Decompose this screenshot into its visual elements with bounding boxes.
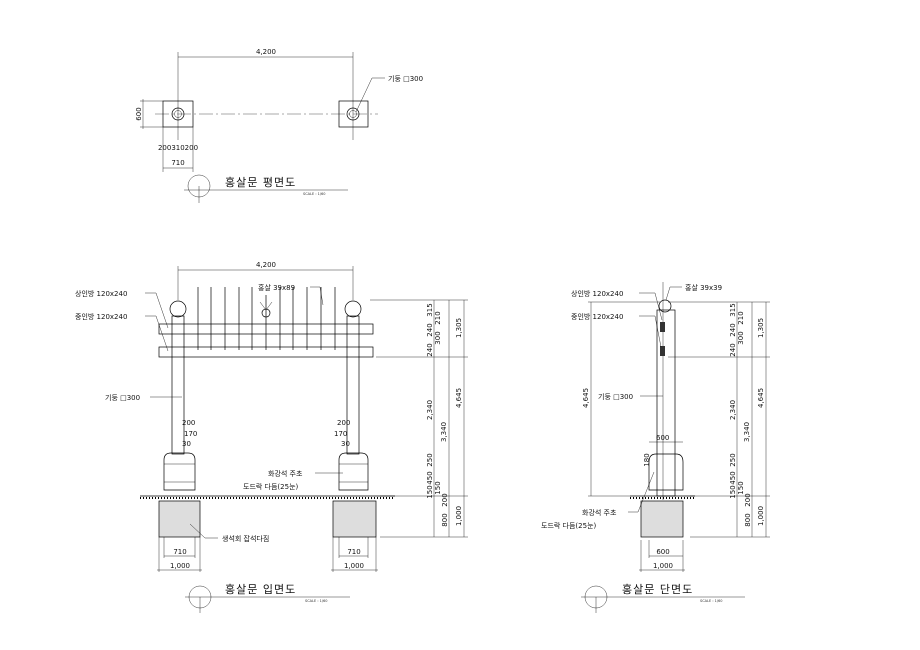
mid-rail: [158, 346, 374, 358]
section-post: [656, 309, 676, 497]
dimension-label: 1,000: [757, 506, 765, 526]
dim-1000-right: 1,000: [344, 562, 364, 570]
dimension-label: 200: [441, 493, 449, 506]
label-upper-rail: 상인방 120x240: [75, 289, 127, 298]
spikes: [197, 287, 336, 350]
section-label-mid-rail: 중인방 120x240: [571, 312, 623, 321]
dimension-label: 250: [729, 453, 737, 466]
post-left: [171, 315, 185, 455]
dimension-label: 150: [426, 485, 434, 498]
dimension-label: 2,340: [426, 400, 434, 420]
dimension-label: 1,305: [455, 318, 463, 338]
dim-200-right: 200: [337, 419, 350, 427]
label-dressing: 도드락 다듬(25눈): [243, 482, 299, 491]
section-view: 4,645 600 180 600 1,000 상인방 120x240 중인방 …: [541, 282, 770, 613]
section-label-upper-rail: 상인방 120x240: [571, 289, 623, 298]
dim-170-left: 170: [184, 430, 197, 438]
plinth-left: [163, 452, 196, 491]
label-mid-rail: 중인방 120x240: [75, 312, 127, 321]
dimension-label: 300: [434, 331, 442, 344]
dimension-label: 1,000: [455, 506, 463, 526]
dimension-label: 300: [737, 331, 745, 344]
taegeuk-ornament: [261, 308, 271, 318]
dimension-label: 240: [729, 343, 737, 356]
dim-30-right: 30: [341, 440, 350, 448]
elev-width-dim: 4,200: [256, 261, 276, 269]
dim-710-right: 710: [347, 548, 360, 556]
section-scale: SCALE : 1/60: [700, 599, 723, 603]
dimension-label: 450: [426, 471, 434, 484]
label-footing: 생석회 잡석다짐: [222, 534, 269, 543]
dimension-label: 1,305: [757, 318, 765, 338]
dimension-label: 315: [729, 303, 737, 316]
dimension-label: 150: [729, 485, 737, 498]
elevation-scale: SCALE : 1/60: [305, 599, 328, 603]
dimension-label: 2,340: [729, 400, 737, 420]
dimension-label: 800: [744, 513, 752, 526]
post-right: [346, 315, 360, 455]
dimension-label: 450: [729, 471, 737, 484]
section-mid-rail: [660, 346, 665, 356]
dimension-label: 240: [729, 323, 737, 336]
dimension-label: 4,645: [455, 388, 463, 408]
plan-scale: SCALE : 1/60: [303, 192, 326, 196]
plan-sub-dim: 200310200: [158, 144, 198, 152]
dim-170-right: 170: [334, 430, 347, 438]
section-right-dims: 315 210 240 300 240 2,340 3,340 250 450 …: [668, 301, 770, 538]
dimension-label: 210: [434, 311, 442, 324]
footing-right: [332, 500, 377, 538]
section-dim-600: 600: [656, 548, 669, 556]
section-plinth: [648, 453, 684, 491]
dimension-label: 3,340: [743, 422, 751, 442]
plan-view: 4,200 600 200310200 710 기둥 □300 홍살문 평면도 …: [135, 48, 423, 203]
dimension-label: 4,645: [757, 388, 765, 408]
section-label-granite: 화강석 주초: [582, 508, 617, 517]
dim-1000-left: 1,000: [170, 562, 190, 570]
section-label-dressing: 도드락 다듬(25눈): [541, 521, 597, 530]
plan-base-dim: 710: [171, 159, 184, 167]
elevation-title: 홍살문 입면도: [225, 582, 296, 596]
section-label-spike: 홍살 39x39: [685, 283, 722, 292]
dimension-label: 3,340: [440, 422, 448, 442]
dimension-label: 250: [426, 453, 434, 466]
footing-left: [158, 500, 201, 538]
plinth-right: [338, 452, 369, 491]
dimension-label: 240: [426, 343, 434, 356]
section-dim-600-top: 600: [656, 434, 669, 442]
section-left-height: 4,645: [582, 388, 590, 408]
dim-30-left: 30: [182, 440, 191, 448]
upper-rail: [158, 323, 374, 335]
dimension-label: 210: [737, 311, 745, 324]
section-footing: [640, 500, 684, 538]
section-dim-1000: 1,000: [653, 562, 673, 570]
plan-title: 홍살문 평면도: [225, 175, 296, 189]
dimension-label: 315: [426, 303, 434, 316]
plan-post-left: [162, 100, 194, 128]
elevation-view: 4,200 710 1,000 710 1,000 200 170 30 200…: [75, 261, 468, 613]
plan-width-dim: 4,200: [256, 48, 276, 56]
label-spike: 홍살 39x89: [258, 283, 295, 292]
label-post: 기둥 □300: [105, 393, 140, 402]
dimension-label: 150: [737, 481, 745, 494]
plan-post-right: [338, 100, 369, 128]
dimension-label: 800: [441, 513, 449, 526]
elev-right-dims: 315 210 240 300 240 2,340 3,340 250 450 …: [370, 299, 468, 538]
label-granite: 화강석 주초: [268, 469, 303, 478]
plan-post-label: 기둥 □300: [388, 74, 423, 83]
dimension-label: 200: [744, 493, 752, 506]
dimension-label: 240: [426, 323, 434, 336]
section-dim-180: 180: [643, 453, 651, 466]
section-label-post: 기둥 □300: [598, 392, 633, 401]
section-title: 홍살문 단면도: [622, 582, 693, 596]
dimension-label: 150: [434, 481, 442, 494]
plan-depth-dim: 600: [135, 107, 143, 120]
dim-200-left: 200: [182, 419, 195, 427]
dim-710-left: 710: [173, 548, 186, 556]
section-upper-rail: [660, 322, 665, 332]
